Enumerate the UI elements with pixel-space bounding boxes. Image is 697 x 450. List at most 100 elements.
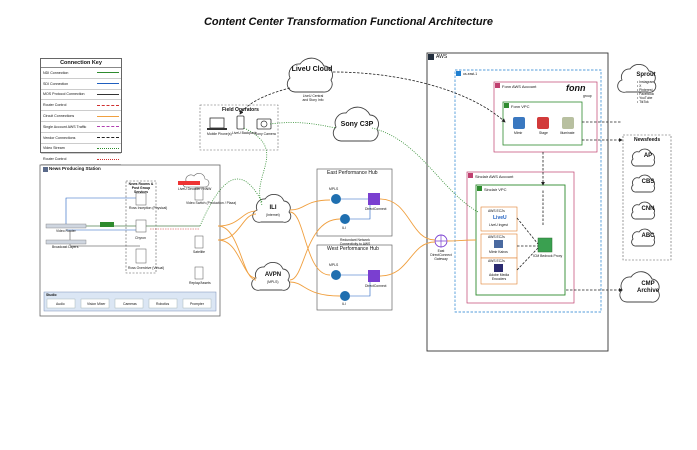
- west-hub-box: [316, 244, 393, 311]
- sprout-title: Sprout: [636, 72, 656, 78]
- ec2-tag-2: AWS EC2s: [488, 235, 505, 239]
- laptop: [209, 117, 225, 129]
- routers: [331, 194, 350, 301]
- studio-title: Studio: [46, 293, 57, 297]
- broadcast-layers: [45, 239, 87, 245]
- ndi-gateway: [100, 222, 114, 227]
- key-row: Vendor Connections: [41, 133, 121, 144]
- hub-links: [341, 198, 371, 297]
- server-label-3: Ross Overdrive (Virtual): [128, 266, 165, 270]
- fonn-vpc-title: Fonn VPC: [511, 104, 530, 109]
- key-line-swatch: [97, 93, 119, 95]
- device-label-2: Satellite: [193, 250, 206, 254]
- region-box: [454, 69, 602, 313]
- key-row: NDI Connection: [41, 68, 121, 79]
- kairos-icon: [494, 240, 503, 248]
- diagram-title: Content Center Transformation Functional…: [203, 16, 494, 28]
- redundant-label: Redundant Network Connectivity to AWS: [339, 238, 371, 246]
- proxy-label: ICM Bedrock Proxy: [533, 254, 563, 258]
- sdi-line-1: [65, 197, 140, 226]
- key-row-label: SDI Connection: [43, 81, 69, 86]
- video-streams: [199, 122, 479, 227]
- key-line-swatch: [97, 126, 119, 128]
- key-row: MOS Protocol Connection: [41, 90, 121, 101]
- east-dc: DirectConnect: [365, 207, 387, 211]
- ili-sub: (Internet): [266, 213, 280, 217]
- broadcast-label: Broadcast Layers: [52, 245, 79, 249]
- key-row-label: Vendor Connections: [43, 135, 76, 140]
- station-icon: [43, 167, 48, 172]
- liveu-cloud-sub: LiveU Central and Story Info: [302, 94, 324, 102]
- device-label-1: Video Switch (Production / Plaza): [186, 201, 237, 205]
- sprout-item: • X: [637, 84, 642, 88]
- west-hub-title: West Performance Hub: [327, 246, 379, 252]
- region-label: us-east-1: [463, 72, 478, 76]
- key-row: Circuit Connections: [41, 111, 121, 122]
- gateway-label: East DirectConnect Gateway: [430, 249, 452, 261]
- key-line-swatch: [97, 137, 119, 139]
- connection-key-title: Connection Key: [41, 59, 121, 68]
- illuminate-icon: [562, 117, 574, 129]
- key-row-label: Router Control: [43, 103, 67, 108]
- newsfeeds-title: Newsfeeds: [634, 137, 661, 143]
- sprout-item: • Facebook: [637, 92, 655, 96]
- fonn-logo: fonn: [566, 83, 586, 93]
- sinclair-vpc-title: Sinclair VPC: [484, 187, 507, 192]
- mos-line-1: [69, 230, 140, 247]
- studio-tiles: [46, 298, 212, 309]
- studio-item-robotics: Robotics: [156, 302, 170, 306]
- ec2-name-2: Mimir Kairos: [489, 250, 508, 254]
- key-row: Single Account AWS Traffic: [41, 122, 121, 133]
- liveu-badge: [178, 181, 200, 185]
- server-label-1: Ross Inception (Physical): [129, 206, 168, 210]
- east-hub-title: East Performance Hub: [327, 170, 378, 176]
- key-line-swatch: [97, 72, 119, 74]
- sprout-item: • Instagram: [637, 80, 655, 84]
- group-box: [125, 180, 157, 274]
- fonn-app-stage: Stage: [539, 131, 548, 135]
- ec2-name-3: Adobe Media Encoders: [489, 273, 509, 281]
- studio-item-audio: Audio: [56, 302, 65, 306]
- newsfeeds-box: [622, 134, 672, 261]
- field-operators-title: Field Operators: [222, 107, 259, 113]
- field-item-backpack: LiveU Backpack: [232, 131, 257, 135]
- key-row: SDI Connection: [41, 79, 121, 90]
- key-line-swatch: [97, 104, 119, 106]
- sprout-item: • YouTube: [637, 96, 653, 100]
- stage-icon: [537, 117, 549, 129]
- key-row-label: Router Control: [43, 157, 67, 162]
- video-router: [45, 223, 87, 229]
- fonn-app-mimir: Mimir: [514, 131, 523, 135]
- newsfeed-ap: AP: [643, 153, 653, 159]
- aws-title: AWS: [436, 54, 448, 60]
- video-router-label: Video Router: [56, 229, 76, 233]
- field-item-camera: Sony Camera: [255, 132, 276, 136]
- newsfeed-cbs: CBS: [641, 179, 655, 185]
- ec2-tag-1: AWS EC2s: [488, 209, 505, 213]
- fonn-app-illuminate: Illuminate: [560, 131, 575, 135]
- fonn-account-title: Fonn AWS Account: [502, 84, 537, 89]
- circuit-connections: [217, 198, 477, 297]
- east-mpls: MPLS: [329, 187, 339, 191]
- west-dc: DirectConnect: [365, 284, 387, 288]
- camera: [256, 118, 272, 130]
- key-row-label: Video Stream: [43, 146, 65, 151]
- group-servers: [135, 187, 204, 280]
- sinclair-account-title: Sinclair AWS Account: [475, 174, 514, 179]
- liveu-logo: LiveU: [493, 215, 507, 221]
- station-title: News Producing Station: [49, 166, 101, 171]
- east-hub-box: [316, 168, 393, 237]
- ame-icon: [494, 264, 503, 272]
- mimir-icon: [513, 117, 525, 129]
- key-row: Video Stream: [41, 144, 121, 155]
- key-line-swatch: [97, 83, 119, 85]
- avpn-title: AVPN: [264, 272, 282, 278]
- west-ili: ILI: [342, 302, 346, 306]
- key-row-label: NDI Connection: [43, 70, 69, 75]
- key-row-label: MOS Protocol Connection: [43, 92, 85, 97]
- sprout-list: • Instagram• X• Pinterest• Facebook• You…: [637, 80, 654, 104]
- field-item-phones: Mobile Phone(s): [207, 132, 232, 136]
- key-line-swatch: [97, 115, 119, 117]
- sprout-item: • Pinterest: [637, 88, 653, 92]
